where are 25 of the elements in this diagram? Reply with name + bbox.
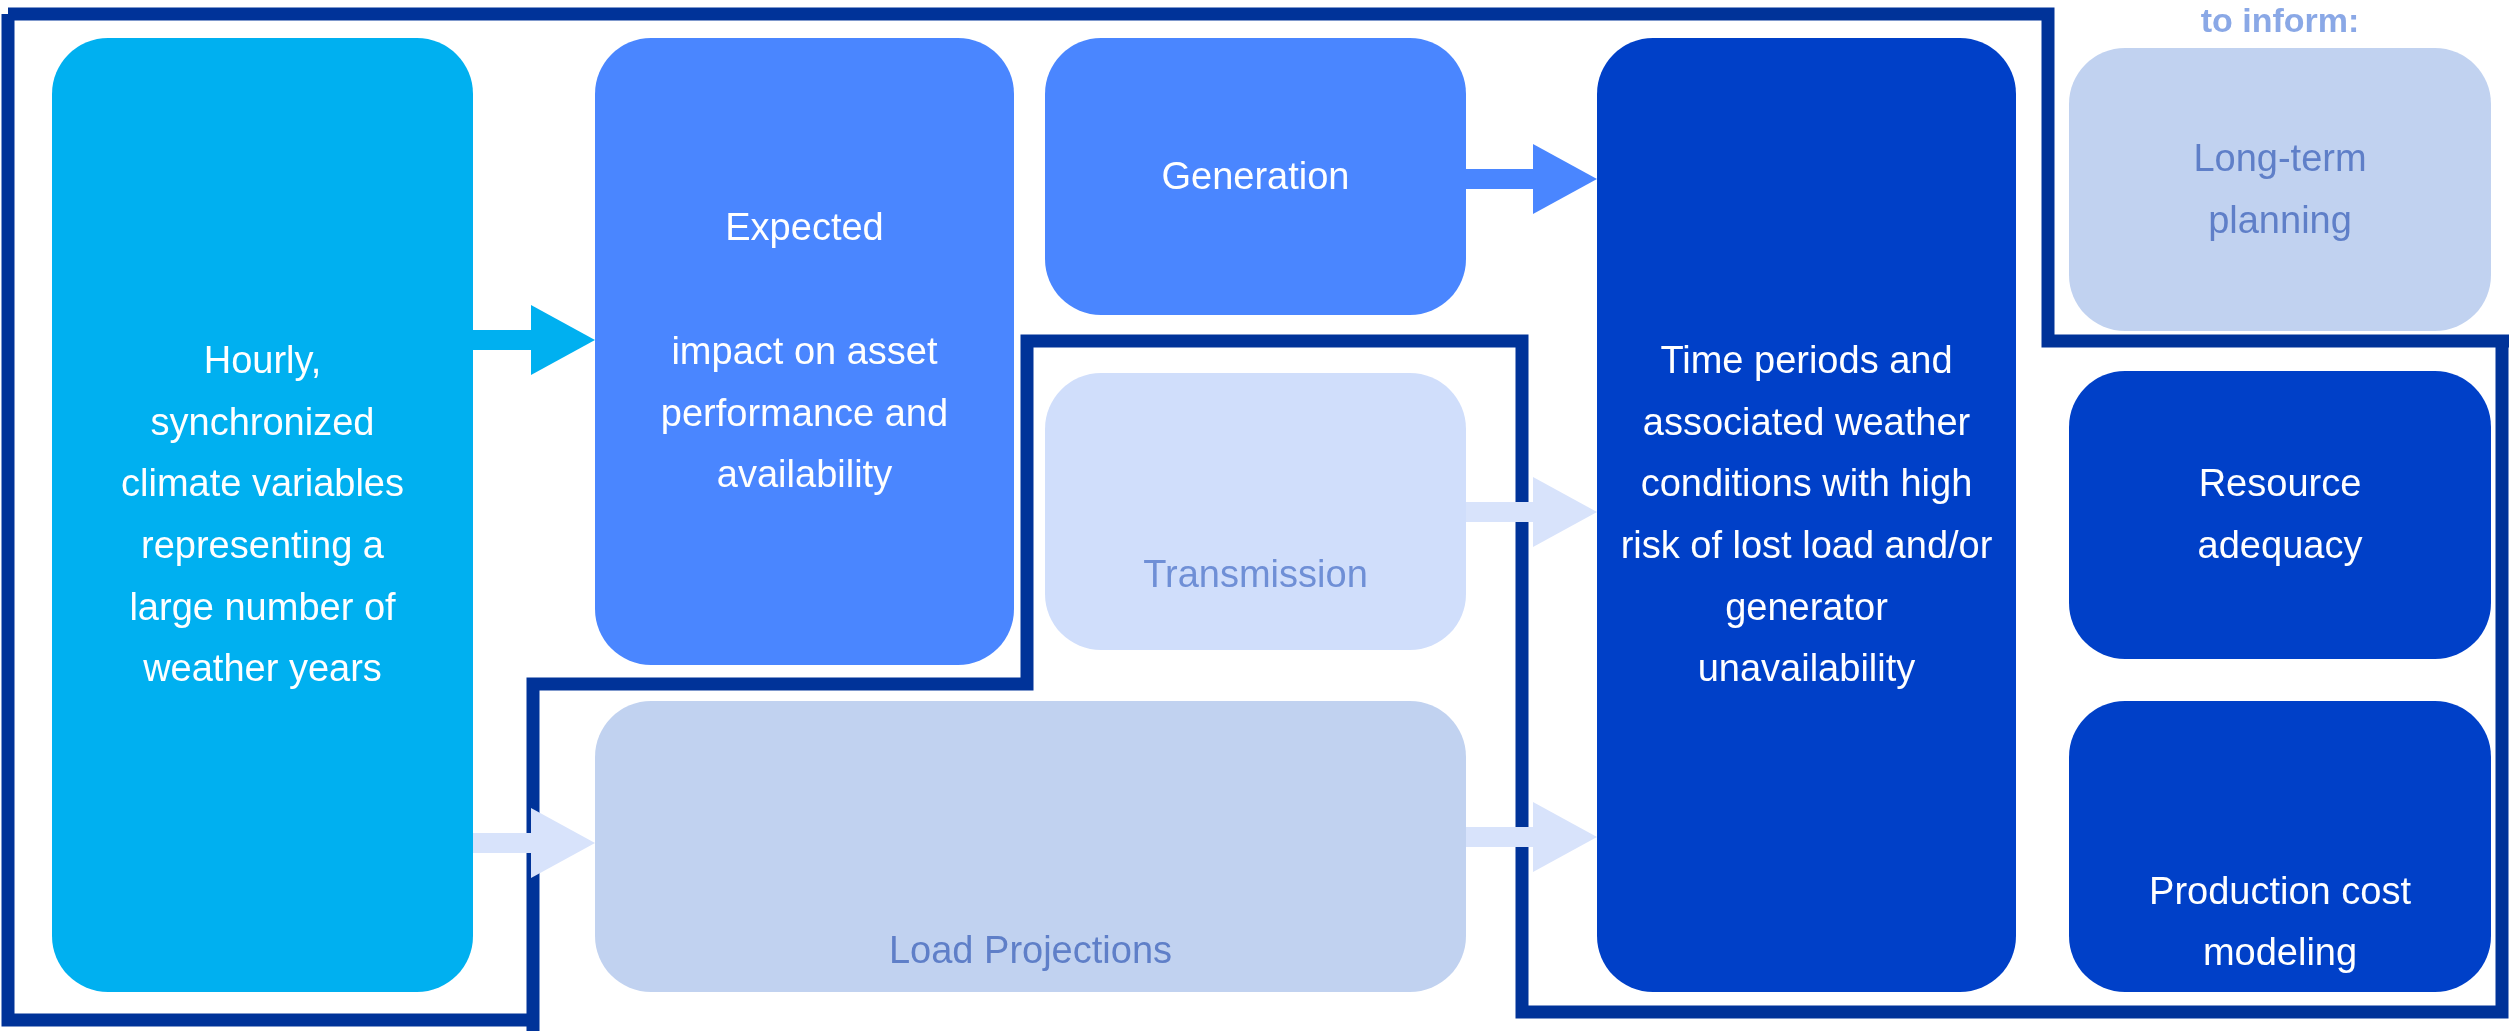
box-text: Production cost modeling [2148, 868, 2412, 976]
arrow [1466, 477, 1597, 547]
process-box [1045, 38, 1466, 315]
box-text: Hourly, synchronized climate variables representing a large number of weather years [120, 338, 405, 692]
process-box [1045, 373, 1466, 650]
section-heading: to inform: [2199, 0, 2361, 40]
box-text: Generation [1161, 153, 1350, 199]
arrow [473, 808, 595, 878]
box-text: Time periods and associated weather conditions with high risk of lost load and/or generator unavailability [1619, 338, 1994, 692]
process-box [595, 38, 1014, 665]
box-text: Expected [725, 205, 884, 251]
box-text: Resource adequacy [2196, 461, 2364, 568]
input-box [52, 38, 473, 992]
arrow [1466, 144, 1597, 214]
application-box [2069, 48, 2491, 331]
output-box [1597, 38, 2016, 992]
application-box [2069, 371, 2491, 659]
box-text: Transmission [1143, 552, 1368, 598]
arrow [473, 305, 595, 375]
application-box [2069, 701, 2491, 992]
box-text: Long-term planning [2192, 135, 2368, 243]
arrow [1466, 802, 1597, 872]
box-text: Load Projections [888, 928, 1173, 974]
process-box [595, 701, 1466, 992]
box-text: impact on asset performance and availability [659, 328, 950, 498]
